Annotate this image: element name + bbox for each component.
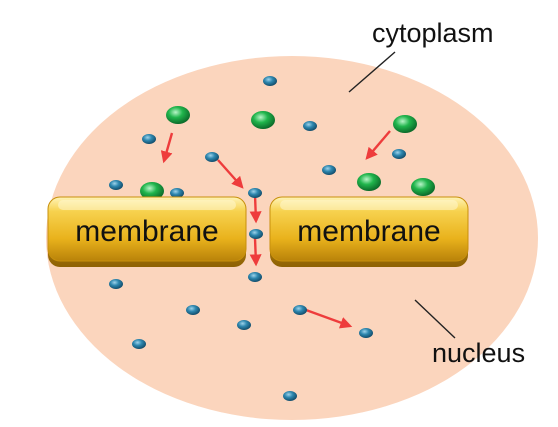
blue-molecule <box>205 152 219 162</box>
blue-molecule <box>132 339 146 349</box>
nucleus-label: nucleus <box>432 338 526 368</box>
cytoplasm-label: cytoplasm <box>372 18 494 48</box>
arrow <box>249 194 262 224</box>
membrane-left-label: membrane <box>75 215 218 248</box>
arrow <box>160 132 174 164</box>
green-molecule <box>393 115 417 133</box>
blue-molecule <box>109 180 123 190</box>
green-molecule <box>411 178 435 196</box>
arrow <box>305 308 353 329</box>
blue-molecule <box>109 279 123 289</box>
blue-molecule <box>249 229 263 239</box>
green-molecule <box>140 182 164 200</box>
blue-molecule <box>322 165 336 175</box>
blue-molecule <box>186 305 200 315</box>
membrane-right-label: membrane <box>297 215 440 248</box>
green-molecule <box>251 111 275 129</box>
arrow <box>217 159 244 189</box>
blue-molecule <box>293 305 307 315</box>
blue-molecule <box>283 391 297 401</box>
blue-molecule <box>392 149 406 159</box>
blue-molecule <box>170 188 184 198</box>
arrow <box>249 237 262 267</box>
blue-molecule <box>263 76 277 86</box>
blue-molecule <box>237 320 251 330</box>
membrane-right: membrane <box>269 196 469 267</box>
blue-molecules <box>109 76 406 401</box>
membrane-left: membrane <box>47 196 247 267</box>
transport-arrows <box>160 130 391 329</box>
green-molecules <box>140 106 435 200</box>
blue-molecule <box>248 272 262 282</box>
blue-molecule <box>303 121 317 131</box>
arrow <box>365 130 391 160</box>
green-molecule <box>166 106 190 124</box>
nucleus-callout-line <box>414 299 456 339</box>
blue-molecule <box>359 328 373 338</box>
green-molecule <box>357 173 381 191</box>
cytoplasm-callout-line <box>348 51 396 93</box>
blue-molecule <box>142 134 156 144</box>
blue-molecule <box>248 188 262 198</box>
